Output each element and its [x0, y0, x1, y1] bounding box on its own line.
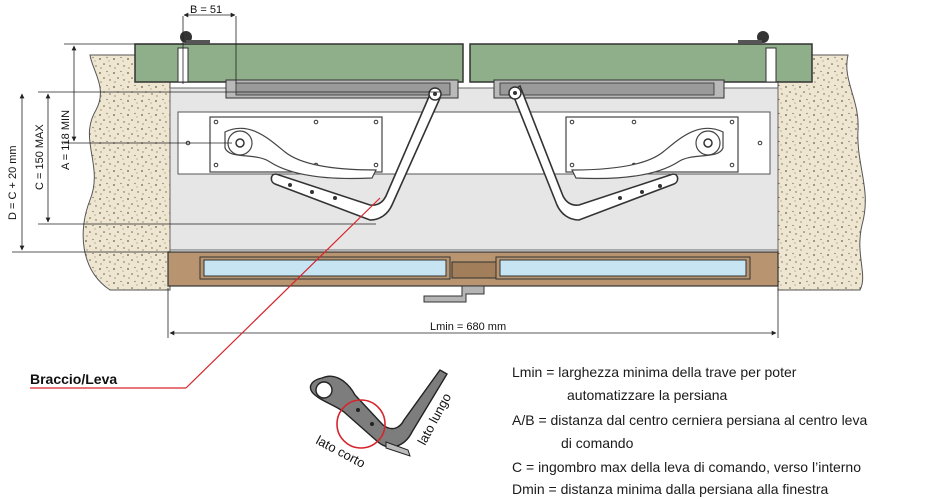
left-wall [82, 54, 171, 291]
lever-detail-highlight [336, 399, 386, 449]
legend-ab-line2: di comando [561, 435, 634, 451]
right-crank-body [571, 127, 724, 180]
dimension-lmin-label: Lmin = 680 mm [430, 321, 506, 333]
legend: Lmin = larghezza minima della trave per … [512, 364, 867, 497]
dimension-lmin: Lmin = 680 mm [167, 288, 779, 338]
right-lever-arm [511, 84, 679, 221]
lever-callout: Braccio/Leva [30, 197, 381, 389]
legend-c-line1: C = ingombro max della leva di comando, … [512, 459, 861, 475]
dimension-b-label: B = 51 [190, 4, 222, 16]
left-glass [203, 259, 447, 277]
legend-ab-line1: A/B = distanza dal centro cerniera persi… [512, 412, 867, 428]
left-shutter-leaf [134, 43, 464, 83]
left-lever-arm [270, 90, 442, 221]
legend-lmin-line1: Lmin = larghezza minima della trave per … [512, 364, 797, 380]
dimension-d-label: D = C + 20 mm [7, 145, 19, 220]
right-shutter-leaf [469, 43, 813, 83]
right-glass [499, 259, 747, 277]
dimension-d: D = C + 20 mm [7, 93, 170, 253]
dimension-a: A = 118 MIN [60, 43, 232, 170]
legend-lmin-line2: automatizzare la persiana [567, 387, 728, 403]
dimension-a-label: A = 118 MIN [60, 110, 72, 170]
right-wall [777, 54, 866, 291]
lever-detail: lato corto lato lungo [309, 369, 454, 471]
callout-label: Braccio/Leva [30, 371, 117, 387]
window-handle [423, 285, 485, 303]
legend-dmin-line1: Dmin = distanza minima dalla persiana al… [512, 481, 829, 497]
left-crank-body [224, 127, 377, 180]
dimension-c-label: C = 150 MAX [34, 124, 46, 190]
dimension-c: C = 150 MAX [34, 91, 440, 225]
dimension-b: B = 51 [182, 4, 237, 84]
